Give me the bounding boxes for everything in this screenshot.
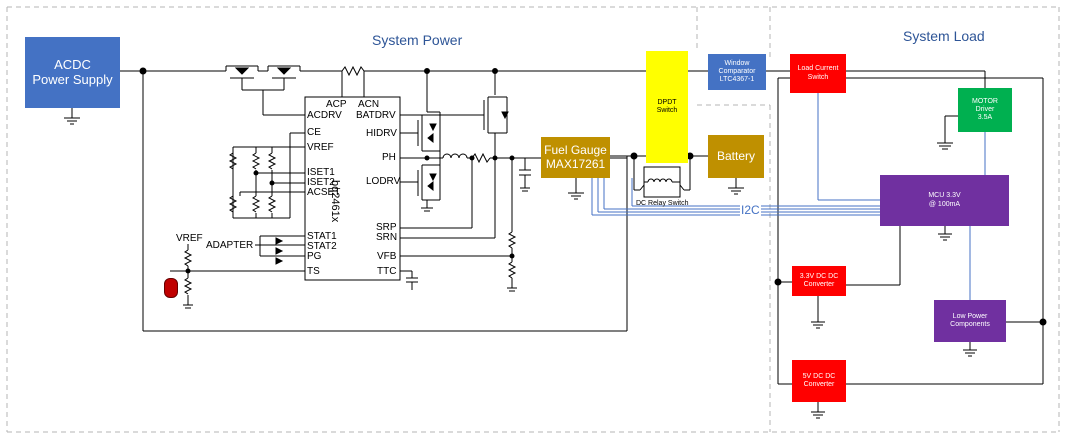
section-title-system-load: System Load: [903, 28, 985, 44]
main-power-rail: [120, 65, 656, 332]
ic-part-name: bq2461x: [329, 180, 341, 223]
switching-mosfets: [400, 71, 441, 212]
battery-fet: [400, 71, 509, 158]
low-power-components-block: Low Power Components: [934, 300, 1006, 342]
vref-label: VREF: [176, 233, 203, 244]
pin-iset1: ISET1: [307, 167, 335, 178]
pin-acp: ACP: [326, 99, 347, 110]
dcdc-3v3-converter-block: 3.3V DC DC Converter: [792, 266, 846, 296]
relay-label: DC Relay Switch: [636, 200, 689, 207]
dpdt-switch-block: DPDT Switch: [646, 51, 688, 163]
pin-batdrv: BATDRV: [356, 110, 396, 121]
pin-iset2: ISET2: [307, 177, 335, 188]
pin-stat2: STAT2: [307, 241, 337, 252]
load-current-switch-block: Load Current Switch: [790, 54, 846, 93]
pin-hidrv: HIDRV: [366, 128, 397, 139]
charger-ic-body: [304, 96, 401, 281]
section-borders: [6, 6, 1060, 433]
pin-pg: PG: [307, 251, 322, 262]
dcdc-5v-converter-block: 5V DC DC Converter: [792, 360, 846, 402]
i2c-label: I2C: [740, 203, 761, 217]
pin-ph: PH: [382, 152, 396, 163]
pin-ce: CE: [307, 127, 321, 138]
acdc-power-supply-block: ACDC Power Supply: [25, 37, 120, 108]
load-side-wiring: [766, 70, 1047, 419]
mcu-block: MCU 3.3V @ 100mA: [880, 175, 1009, 226]
iset-resistor-network: [228, 132, 305, 219]
pin-vref: VREF: [307, 142, 334, 153]
pin-acset: ACSET: [307, 187, 341, 198]
pin-stat1: STAT1: [307, 231, 337, 242]
pin-srn: SRN: [376, 232, 398, 243]
pin-acn: ACN: [358, 99, 380, 110]
status-led-network: [255, 235, 305, 265]
pin-vfb: VFB: [377, 251, 397, 262]
thermistor-divider: [170, 244, 305, 309]
ground-symbol: [64, 108, 80, 125]
fuel-gauge-block: Fuel Gauge MAX17261: [541, 137, 610, 178]
motor-driver-block: MOTOR Driver 3.5A: [958, 88, 1012, 132]
window-comparator-block: Window Comparator LTC4367-1: [708, 54, 766, 90]
adapter-label: ADAPTER: [206, 240, 254, 251]
battery-block: Battery: [708, 135, 764, 178]
input-mosfets: [220, 65, 305, 116]
pin-acdrv: ACDRV: [307, 110, 342, 121]
ground-symbol: [568, 178, 584, 200]
pin-ttc: TTC: [377, 266, 397, 277]
pin-lodrv: LODRV: [366, 176, 401, 187]
section-title-system-power: System Power: [372, 32, 463, 48]
pin-ts: TS: [307, 266, 320, 277]
thermistor-icon: [164, 278, 178, 298]
pin-srp: SRP: [376, 222, 397, 233]
